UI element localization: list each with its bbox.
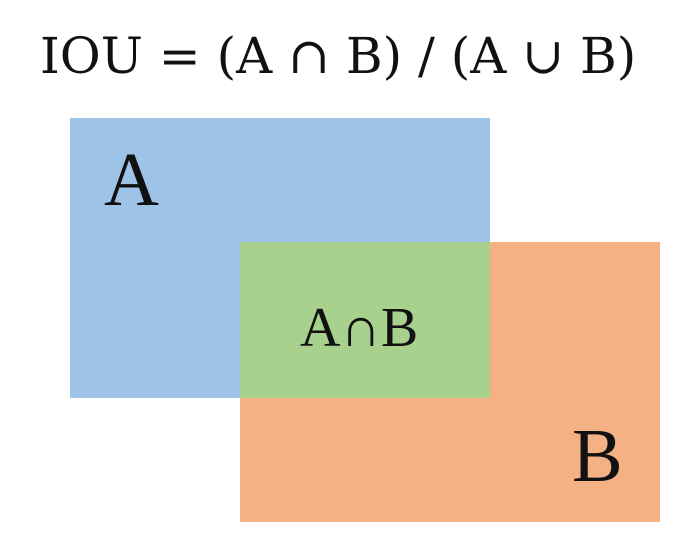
- iou-formula: IOU = (A ∩ B) / (A ∪ B): [40, 27, 637, 85]
- set-b-label: B: [572, 414, 623, 498]
- set-a-label: A: [104, 138, 159, 222]
- intersection-label: A∩B: [300, 297, 419, 359]
- intersection-rectangle: [240, 242, 490, 398]
